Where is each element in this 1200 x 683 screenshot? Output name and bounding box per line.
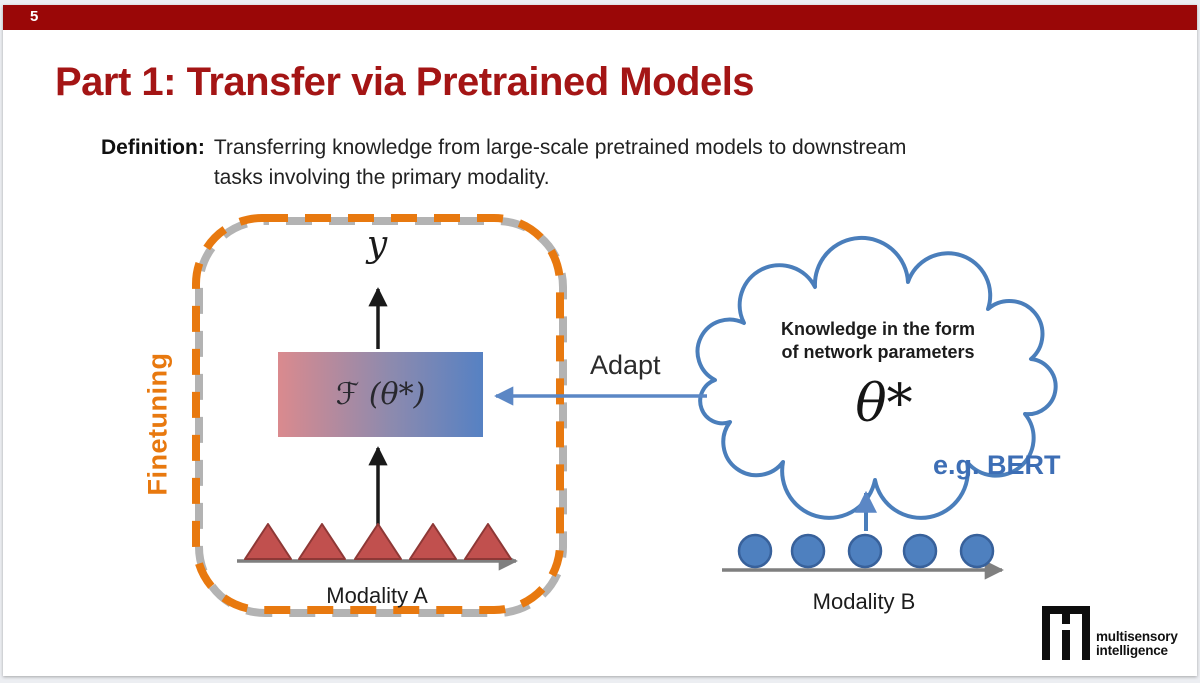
- cloud-caption: Knowledge in the form of network paramet…: [781, 318, 975, 364]
- definition-block: Definition: Transferring knowledge from …: [101, 133, 906, 194]
- cloud-caption-line1: Knowledge in the form: [780, 319, 976, 339]
- pretrained-model-box: ℱ (θ*): [278, 352, 483, 437]
- modality-b-label: Modality B: [812, 589, 916, 614]
- definition-text: Transferring knowledge from large-scale …: [214, 133, 907, 194]
- multisensory-intelligence-logo: multisensory intelligence: [1042, 606, 1178, 660]
- bert-example-label: e.g. BERT: [933, 450, 1061, 480]
- logo-text: multisensory intelligence: [1096, 628, 1178, 658]
- definition-line2: tasks involving the primary modality.: [213, 166, 550, 190]
- model-formula: ℱ (θ*): [335, 377, 426, 412]
- logo-text-line1: multisensory: [1096, 628, 1178, 644]
- logo-mark-icon: [1042, 606, 1090, 660]
- definition-line1: Transferring knowledge from large-scale …: [213, 136, 907, 159]
- cloud-caption-line2: of network parameters: [781, 342, 975, 363]
- output-variable-label: y: [366, 224, 388, 265]
- slide-title: Part 1: Transfer via Pretrained Models: [55, 60, 755, 104]
- modality-a-label: Modality A: [326, 583, 428, 608]
- logo-text-line2: intelligence: [1096, 642, 1168, 658]
- definition-label: Definition:: [101, 136, 205, 159]
- header-bar: 5: [3, 5, 1197, 30]
- slide-background: [3, 5, 1197, 676]
- finetuning-label: Finetuning: [142, 352, 173, 496]
- adapt-label: Adapt: [590, 350, 661, 380]
- parameters-symbol: θ*: [855, 374, 913, 434]
- slide-number: 5: [30, 8, 39, 25]
